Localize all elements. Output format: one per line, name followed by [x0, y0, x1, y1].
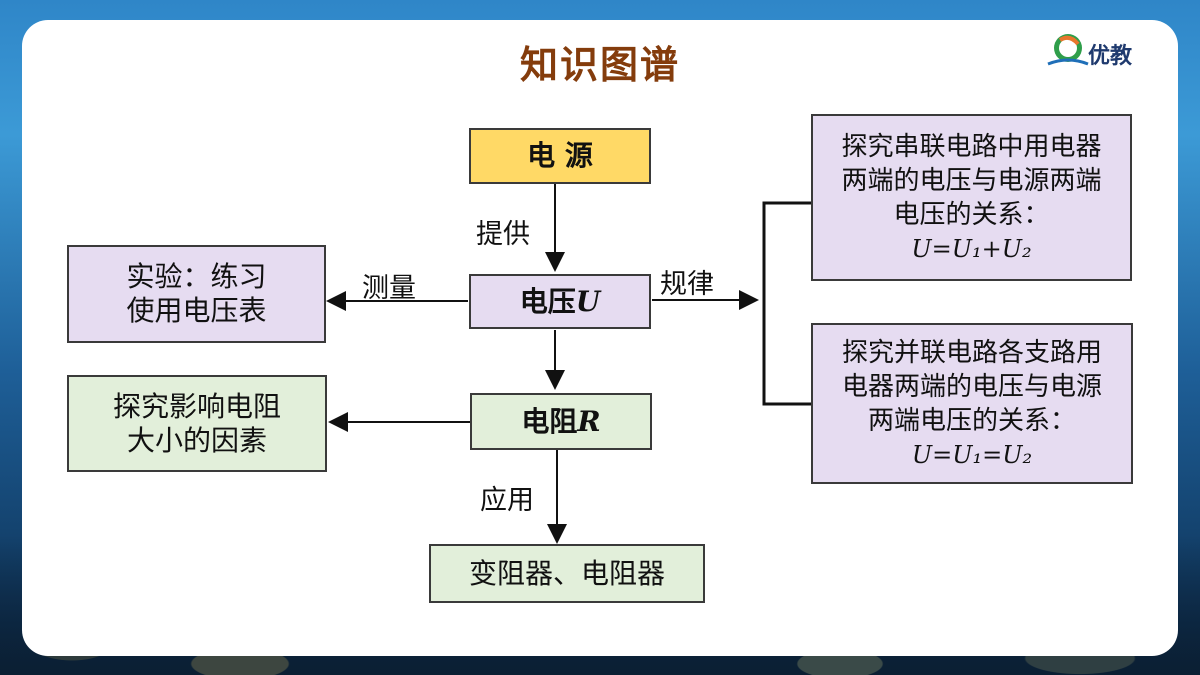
node-resistance-label: 电阻 [521, 404, 578, 438]
node-parallel-law: 探究并联电路各支路用 电器两端的电压与电源 两端电压的关系： U=U₁=U₂ [811, 323, 1133, 484]
node-factors: 探究影响电阻 大小的因素 [67, 375, 327, 472]
node-voltage-symbol: U [575, 284, 601, 318]
node-parallel-line1: 探究并联电路各支路用 [841, 337, 1102, 368]
node-series-line1: 探究串联电路中用电器 [841, 131, 1102, 162]
node-series-law: 探究串联电路中用电器 两端的电压与电源两端 电压的关系： U=U₁+U₂ [811, 114, 1132, 281]
node-power-label: 电 源 [527, 139, 593, 172]
node-factors-line2: 大小的因素 [126, 423, 267, 457]
node-rheostat-label: 变阻器、电阻器 [468, 556, 665, 590]
edge-label-apply: 应用 [480, 485, 534, 516]
node-parallel-line2: 电器两端的电压与电源 [841, 371, 1102, 402]
node-parallel-line3: 两端电压的关系： [867, 405, 1076, 436]
node-series-line2: 两端的电压与电源两端 [841, 165, 1102, 196]
node-rheostat: 变阻器、电阻器 [429, 544, 705, 603]
node-power: 电 源 [469, 128, 651, 184]
node-series-line3: 电压的关系： [893, 199, 1050, 230]
bracket-law [762, 201, 812, 406]
parallel-formula: U=U₁=U₂ [911, 440, 1033, 469]
edge-label-provide: 提供 [476, 219, 530, 250]
node-experiment-line1: 实验：练习 [126, 260, 267, 293]
logo-text: 优教 [1088, 44, 1133, 69]
logo-icon [1047, 34, 1089, 66]
node-resistance-symbol: R [577, 404, 601, 438]
node-experiment-line2: 使用电压表 [126, 294, 267, 327]
series-formula: U=U₁+U₂ [911, 234, 1032, 263]
node-experiment: 实验：练习 使用电压表 [67, 245, 326, 343]
node-voltage-label: 电压 [519, 284, 576, 318]
page-title: 知识图谱 [519, 43, 680, 87]
node-factors-line1: 探究影响电阻 [112, 389, 281, 423]
edge-label-law: 规律 [660, 269, 714, 300]
edge-label-measure: 测量 [362, 273, 416, 304]
